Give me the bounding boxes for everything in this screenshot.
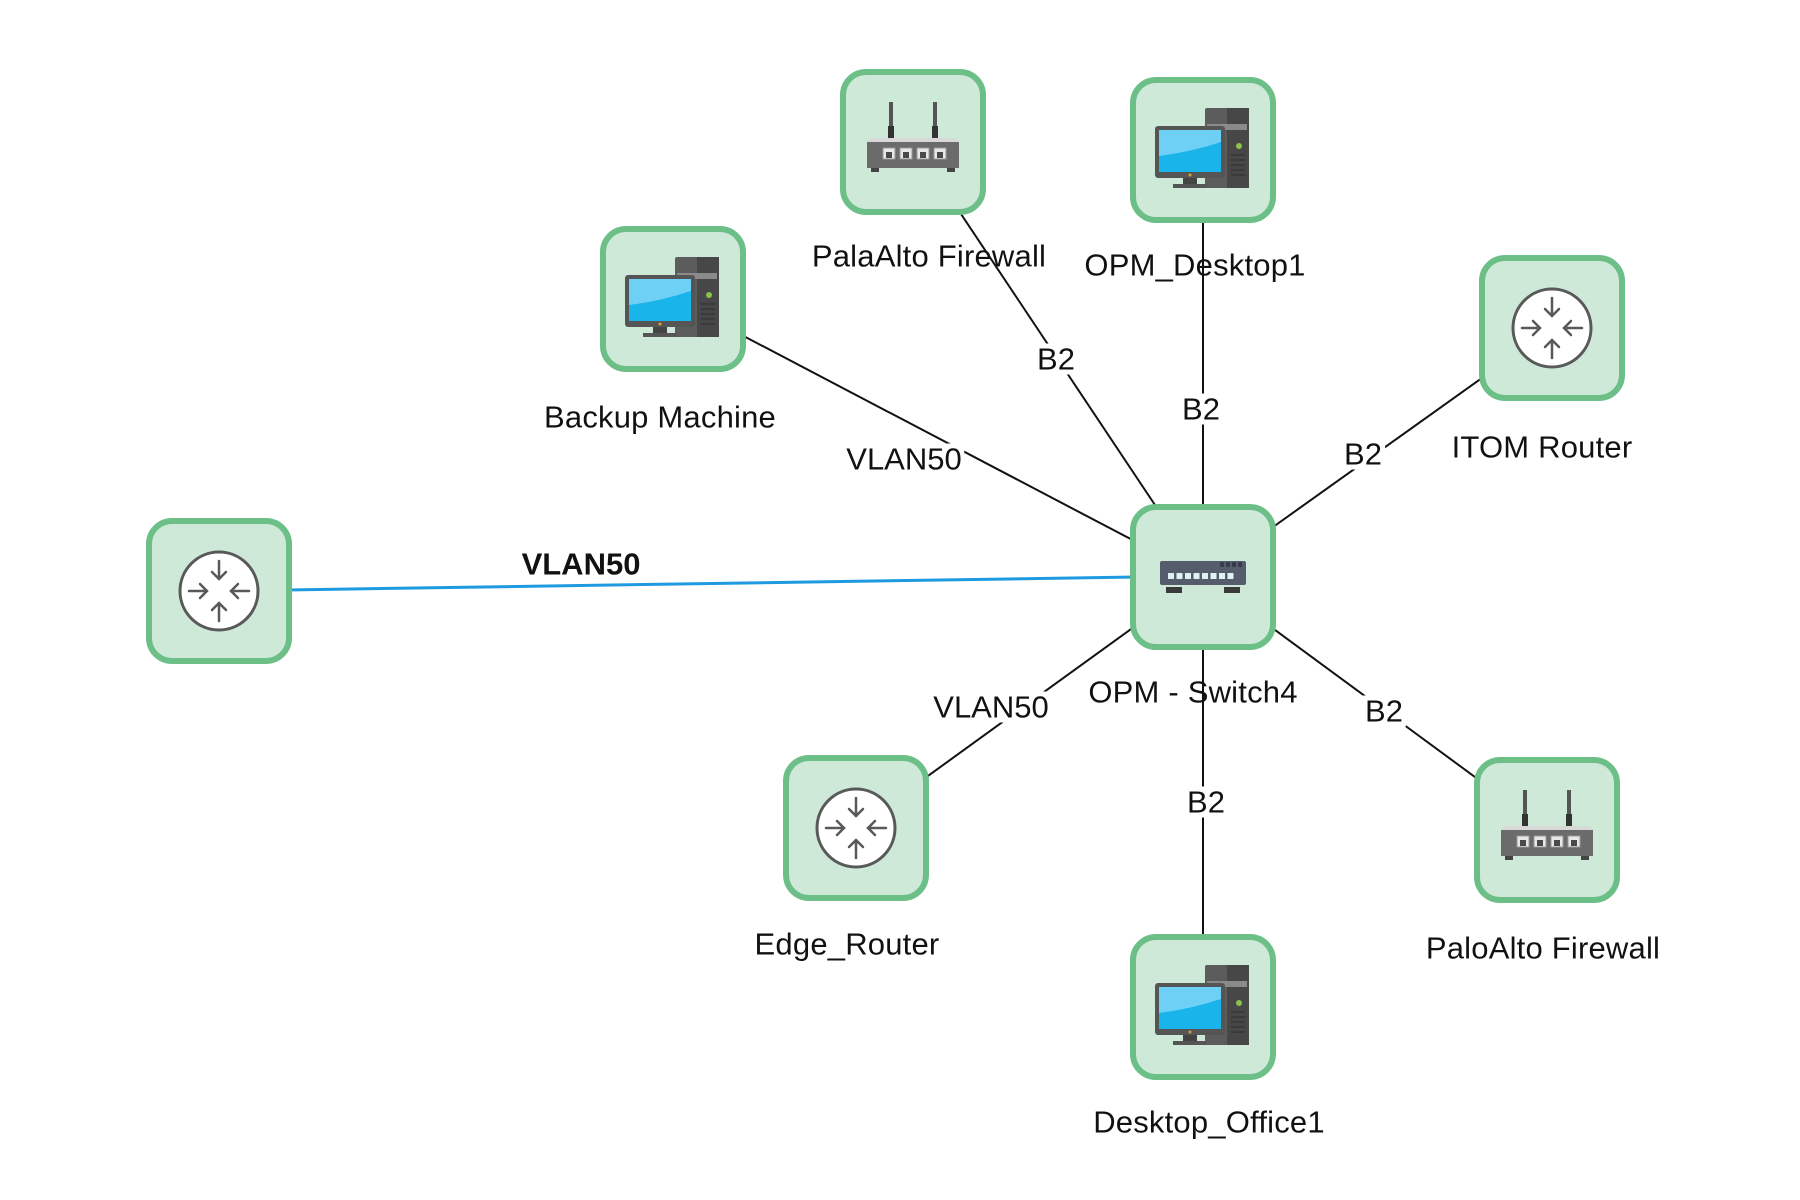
node-label-opm-desktop1: OPM_Desktop1 — [1084, 247, 1306, 283]
desktop-icon — [625, 257, 719, 337]
desktop-icon — [1155, 965, 1249, 1045]
node-label-opm-switch4: OPM - Switch4 — [1088, 674, 1298, 710]
router-icon — [815, 787, 897, 869]
link-label-desktop1: B2 — [1179, 393, 1223, 425]
link-backup[interactable] — [672, 298, 1204, 578]
firewall-icon — [867, 102, 959, 172]
node-label-paloalto-firewall: PaloAlto Firewall — [1425, 930, 1661, 966]
node-label-palaalto-firewall: PalaAlto Firewall — [811, 238, 1047, 274]
desktop-icon — [1155, 108, 1249, 188]
node-unnamed-router[interactable] — [146, 518, 292, 664]
node-paloalto-firewall[interactable] — [1474, 757, 1620, 903]
node-itom-router[interactable] — [1479, 255, 1625, 401]
node-label-backup-machine: Backup Machine — [544, 399, 776, 435]
node-desktop-office1[interactable] — [1130, 934, 1276, 1080]
link-label-paloalto: B2 — [1362, 695, 1406, 727]
link-label-palaalto: B2 — [1034, 343, 1078, 375]
link-unnamed_router[interactable] — [218, 574, 1204, 593]
node-opm-switch4[interactable] — [1130, 504, 1276, 650]
switch-icon — [1160, 561, 1246, 593]
node-label-edge-router: Edge_Router — [754, 926, 940, 962]
node-label-desktop-office1: Desktop_Office1 — [1093, 1104, 1325, 1140]
link-label-office1: B2 — [1184, 786, 1228, 818]
router-icon — [178, 550, 260, 632]
node-label-itom-router: ITOM Router — [1451, 429, 1633, 465]
router-icon — [1511, 287, 1593, 369]
node-backup-machine[interactable] — [600, 226, 746, 372]
node-palaalto-firewall[interactable] — [840, 69, 986, 215]
link-label-itom: B2 — [1341, 438, 1385, 470]
firewall-icon — [1501, 790, 1593, 860]
link-label-backup: VLAN50 — [843, 443, 965, 475]
link-label-unnamed-router: VLAN50 — [521, 546, 641, 582]
node-opm-desktop1[interactable] — [1130, 77, 1276, 223]
node-edge-router[interactable] — [783, 755, 929, 901]
link-label-edge: VLAN50 — [930, 691, 1052, 723]
